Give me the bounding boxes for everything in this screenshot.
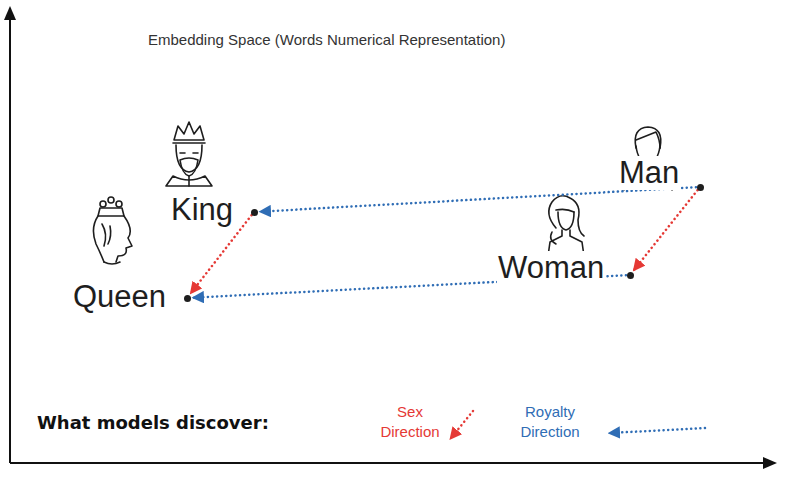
embedding-point [627, 272, 634, 279]
axes [4, 6, 777, 469]
embedding-point [251, 209, 258, 216]
word-point: Queen [72, 280, 167, 314]
queen-icon [93, 197, 132, 264]
embedding-point [184, 295, 191, 302]
word-label: Queen [72, 280, 167, 314]
word-point: King [170, 193, 234, 227]
legend-text: Sex Direction [372, 402, 448, 442]
direction-arrow [634, 190, 697, 269]
word-label: Woman [497, 251, 605, 285]
royalty-legend-arrow [610, 428, 705, 433]
word-label: Man [618, 156, 680, 190]
diagram-title: Embedding Space (Words Numerical Represe… [148, 31, 505, 48]
direction-arrow [261, 187, 696, 211]
legend-heading: What models discover: [37, 412, 269, 433]
word-label: King [170, 193, 234, 227]
embedding-point [697, 184, 704, 191]
woman-icon [548, 196, 584, 256]
word-point: Woman [497, 251, 605, 285]
word-point: Man [618, 156, 680, 190]
king-icon [166, 122, 212, 186]
sex-legend-arrow [451, 411, 473, 438]
legend-text: Royalty Direction [508, 402, 592, 442]
